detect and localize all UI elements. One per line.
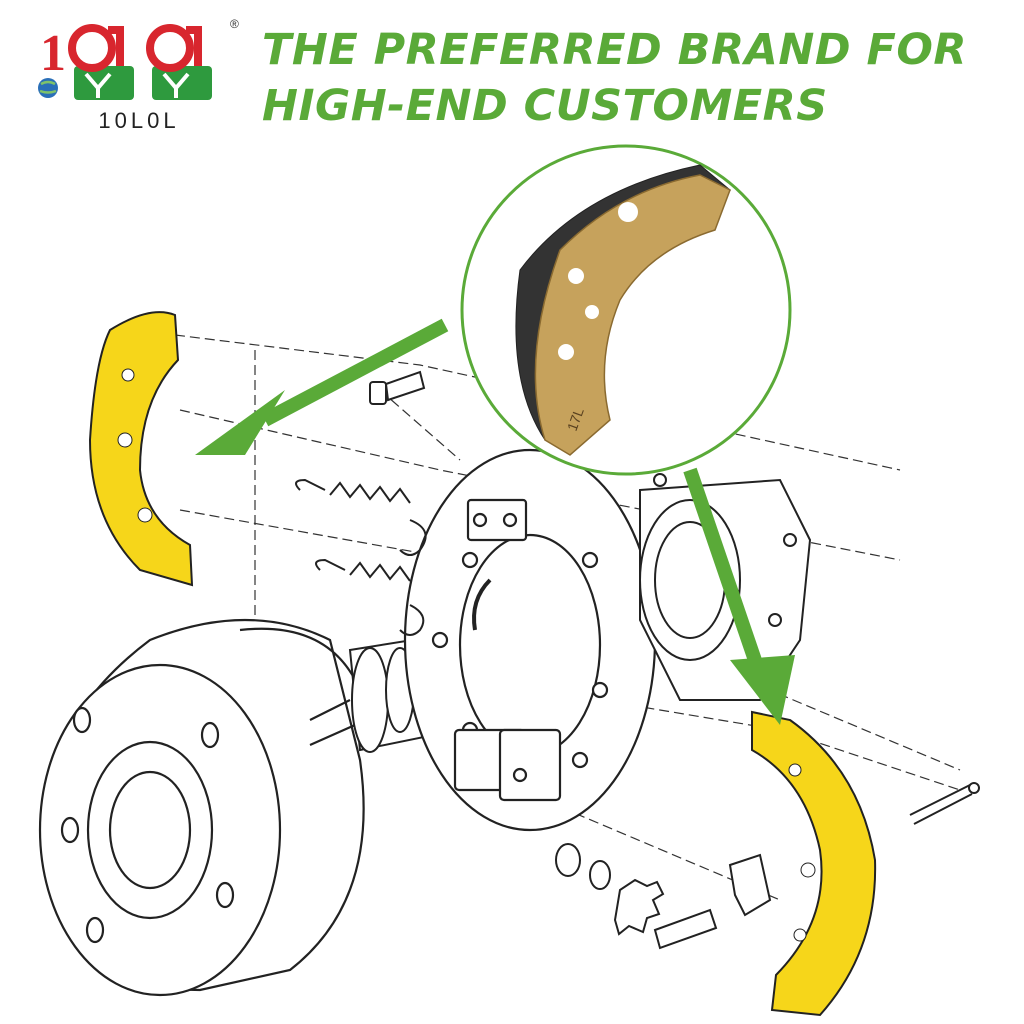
brand-logo: 1 ® 10L0L bbox=[36, 16, 246, 134]
headline: THE PREFERRED BRAND FOR HIGH-END CUSTOME… bbox=[262, 22, 1002, 134]
cotter-pin-icon bbox=[909, 782, 980, 825]
headline-line-2: HIGH-END CUSTOMERS bbox=[262, 81, 828, 131]
pointer-arrows bbox=[195, 318, 795, 725]
brake-assembly-diagram: 17L bbox=[38, 144, 980, 1017]
brake-shoe-icon bbox=[751, 710, 877, 1017]
brake-shoe-icon bbox=[88, 311, 194, 587]
registered-mark: ® bbox=[230, 17, 239, 31]
product-inset: 17L bbox=[460, 144, 792, 476]
brand-logo-mark: 1 ® bbox=[38, 17, 239, 100]
backing-plate-icon bbox=[403, 448, 657, 832]
headline-line-1: THE PREFERRED BRAND FOR bbox=[262, 25, 968, 75]
spring-icon bbox=[295, 478, 427, 636]
logo-wordmark: 10L0L bbox=[98, 108, 180, 133]
bolt-icon bbox=[369, 370, 772, 950]
part-marking: 17L bbox=[564, 405, 587, 433]
brake-drum-icon bbox=[38, 618, 365, 997]
svg-text:1: 1 bbox=[40, 25, 66, 82]
